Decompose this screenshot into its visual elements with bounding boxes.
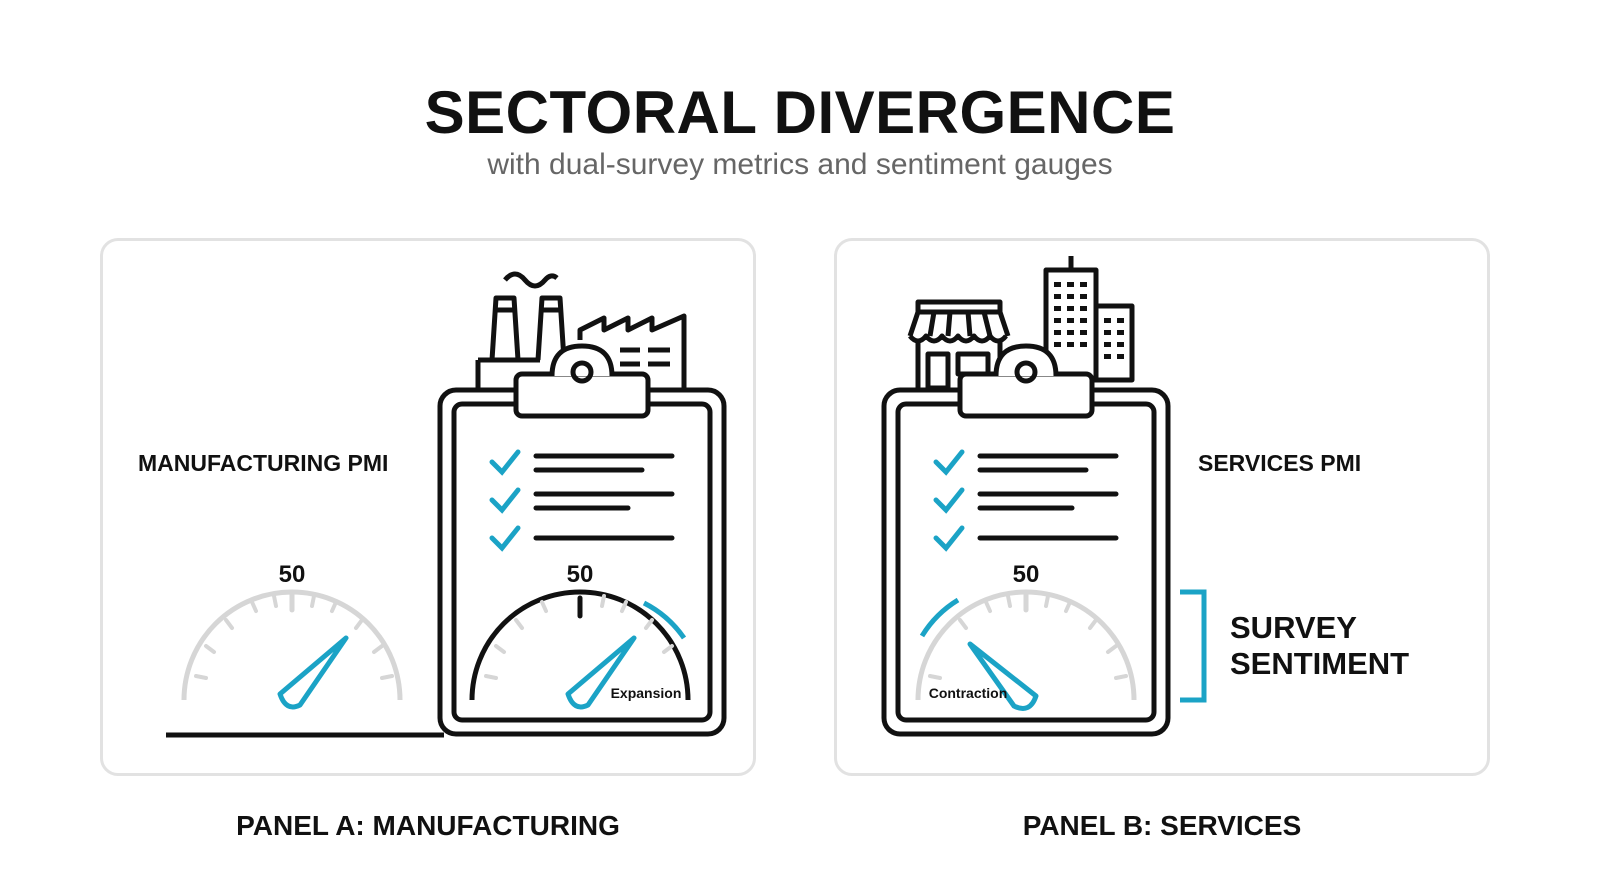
- checkmark-icon: [933, 449, 965, 476]
- gauge-icon: [181, 589, 403, 710]
- gauge-a1-center-label: 50: [279, 561, 306, 588]
- checkmark-icon: [933, 525, 965, 552]
- gauge-icon: [915, 589, 1137, 711]
- factory-icon: [475, 271, 687, 388]
- panel-b-caption: PANEL B: SERVICES: [1022, 810, 1302, 841]
- page-title: SECTORAL DIVERGENCE: [424, 79, 1176, 146]
- page-subtitle: with dual-survey metrics and sentiment g…: [487, 148, 1113, 181]
- checklist-b: [933, 449, 1119, 552]
- checkmark-icon: [489, 449, 521, 476]
- gauge-a2-center-label: 50: [567, 561, 594, 588]
- expansion-label: Expansion: [611, 685, 682, 701]
- panel-a-caption: PANEL A: MANUFACTURING: [236, 810, 620, 841]
- clipboard-icon: [437, 343, 727, 737]
- checkmark-icon: [489, 487, 521, 514]
- contraction-label: Contraction: [929, 685, 1008, 701]
- checklist-a: [489, 449, 675, 552]
- survey-sentiment-line2: SENTIMENT: [1230, 646, 1410, 681]
- panel-a: [100, 238, 756, 776]
- bracket-icon: [1180, 589, 1207, 703]
- panel-b: [834, 238, 1490, 776]
- clipboard-icon: [881, 343, 1171, 737]
- checkmark-icon: [933, 487, 965, 514]
- gauge-b-center-label: 50: [1013, 561, 1040, 588]
- survey-sentiment-line1: SURVEY: [1230, 610, 1357, 645]
- gauge-icon: [469, 589, 691, 710]
- services-pmi-label: SERVICES PMI: [1198, 450, 1362, 476]
- office-windows: [1054, 282, 1124, 359]
- manufacturing-pmi-label: MANUFACTURING PMI: [138, 450, 389, 476]
- checkmark-icon: [489, 525, 521, 552]
- survey-sentiment-label: SURVEY SENTIMENT: [1230, 610, 1409, 682]
